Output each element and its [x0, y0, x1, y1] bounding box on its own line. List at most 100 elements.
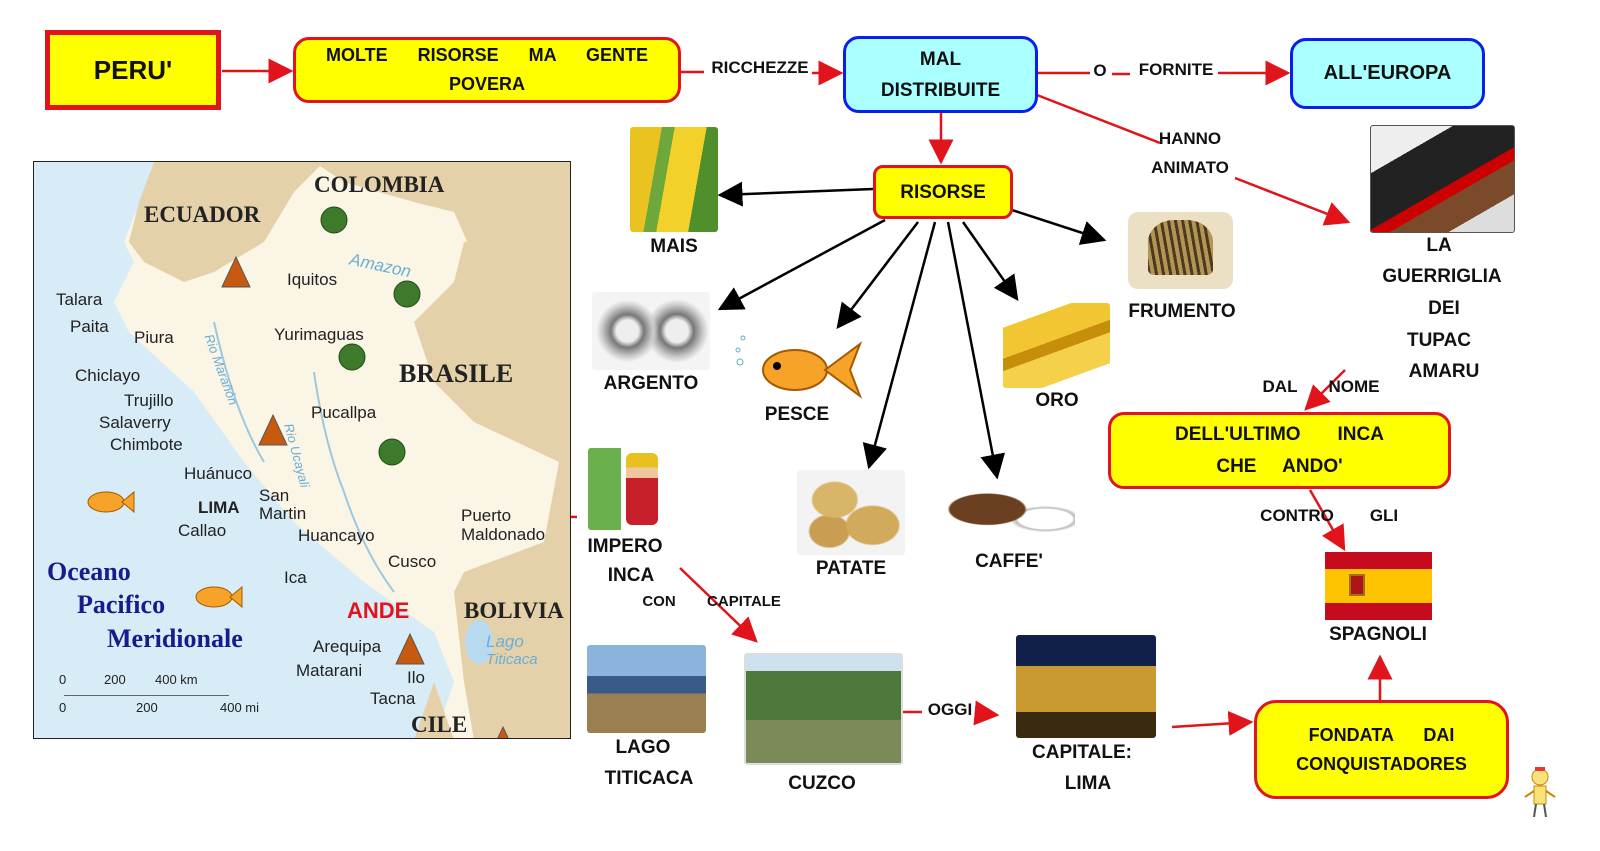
node-label: DELL'ULTIMO INCA — [1175, 423, 1384, 445]
map-city-label: Talara — [56, 290, 103, 309]
map-country-label: BRASILE — [399, 359, 514, 388]
scale-label: 0 — [59, 700, 67, 715]
peru-map: ECUADOR COLOMBIA BRASILE BOLIVIA CILE Ta… — [33, 161, 571, 739]
node-label: CONQUISTADORES — [1296, 753, 1467, 774]
link-label: CON — [642, 593, 676, 610]
image-label: GUERRIGLIA — [1382, 266, 1502, 287]
image-label: INCA — [607, 565, 655, 586]
node-risorse: RISORSE — [873, 165, 1013, 219]
map-city-label: Pucallpa — [311, 403, 377, 422]
map-city-label: Iquitos — [287, 270, 338, 289]
tree-icon — [338, 343, 366, 371]
map-city-label: Huancayo — [298, 526, 375, 545]
spain-flag-icon — [1325, 552, 1432, 620]
scale-label: 400 mi — [220, 700, 260, 715]
map-city-label: Yurimaguas — [274, 325, 364, 344]
map-city-label: Chimbote — [110, 435, 183, 454]
node-label: DISTRIBUITE — [880, 79, 1001, 101]
node-molte-risorse: MOLTE RISORSE MA GENTE POVERA — [293, 37, 681, 103]
node-label: ALL'EUROPA — [1323, 62, 1452, 84]
map-city-label: Maldonado — [461, 525, 546, 544]
map-capital-label: LIMA — [198, 498, 240, 517]
silver-image — [592, 292, 710, 370]
image-label: CAPITALE: — [1032, 742, 1132, 763]
map-river-label: Titicaca — [486, 651, 538, 668]
link-label: CONTRO — [1260, 506, 1334, 525]
cuzco-image — [744, 653, 903, 765]
link-label: RICCHEZZE — [711, 58, 809, 77]
link-label: OGGI — [927, 700, 973, 719]
link-label: HANNO — [1158, 129, 1222, 148]
map-ocean-label: Meridionale — [107, 624, 243, 653]
link-label: GLI — [1369, 506, 1399, 525]
tree-icon — [393, 280, 421, 308]
node-label: POVERA — [448, 74, 526, 94]
image-label: CUZCO — [788, 773, 856, 794]
map-country-label: CILE — [411, 712, 468, 737]
scale-label: 200 — [104, 672, 126, 687]
link-label: ANIMATO — [1151, 158, 1229, 177]
node-label: PERU' — [93, 54, 173, 85]
scale-label: 0 — [59, 672, 67, 687]
link-label: DAL — [1262, 377, 1298, 396]
image-label: TUPAC — [1406, 330, 1472, 351]
image-label: TITICACA — [604, 768, 694, 789]
map-city-label: Puerto — [461, 506, 512, 525]
map-city-label: Cusco — [388, 552, 437, 571]
image-label: LA — [1426, 235, 1452, 256]
node-label: RISORSE — [900, 181, 986, 203]
map-city-label: Huánuco — [184, 464, 253, 483]
image-label: FRUMENTO — [1128, 301, 1236, 322]
tree-icon — [320, 206, 348, 234]
volcano-icon — [221, 255, 251, 288]
inca-image — [588, 448, 670, 530]
fish-icon — [87, 491, 125, 513]
image-label: AMARU — [1408, 361, 1480, 382]
map-ocean-label: Pacifico — [77, 590, 166, 619]
node-label: MAL — [919, 48, 962, 70]
map-city-label: Callao — [178, 521, 227, 540]
map-land — [114, 162, 570, 738]
map-city-label: Ilo — [407, 668, 425, 687]
link-label: O — [1093, 61, 1107, 80]
guerrilla-image — [1370, 125, 1515, 233]
gold-image — [1003, 303, 1110, 388]
map-country-label: ECUADOR — [144, 202, 261, 227]
map-country-label: COLOMBIA — [314, 172, 445, 197]
volcano-icon — [497, 725, 509, 738]
link-label: CAPITALE — [707, 593, 781, 610]
node-peru: PERU' — [45, 30, 221, 110]
volcano-icon — [258, 413, 288, 446]
image-label: LAGO — [615, 737, 671, 758]
mascot-icon — [1524, 767, 1556, 818]
scale-label: 200 — [136, 700, 158, 715]
fish-icon — [735, 335, 863, 399]
map-river-label: Lago — [486, 632, 524, 651]
map-city-label: Ica — [284, 568, 307, 587]
map-ocean-label: Oceano — [47, 557, 131, 586]
image-label: IMPERO — [587, 536, 663, 557]
map-city-label: Tacna — [370, 689, 416, 708]
image-label: PESCE — [764, 404, 830, 425]
node-label: MOLTE RISORSE MA GENTE — [325, 45, 649, 65]
image-label: LIMA — [1064, 773, 1112, 794]
map-city-label: Piura — [134, 328, 174, 347]
map-city-label: Chiclayo — [75, 366, 141, 385]
image-label: PATATE — [815, 558, 887, 579]
image-label: CAFFE' — [975, 551, 1043, 572]
volcano-icon — [395, 632, 425, 665]
image-label: SPAGNOLI — [1329, 624, 1427, 645]
node-fondata: FONDATA DAI CONQUISTADORES — [1254, 700, 1509, 799]
link-label: FORNITE — [1138, 60, 1214, 79]
map-city-label: Arequipa — [313, 637, 382, 656]
link-label: NOME — [1328, 377, 1380, 396]
node-mal-distribuite: MAL DISTRIBUITE — [843, 36, 1038, 113]
tree-icon — [378, 438, 406, 466]
node-europa: ALL'EUROPA — [1290, 38, 1485, 109]
image-label: ORO — [1035, 390, 1079, 411]
scale-label: 400 km — [155, 672, 198, 687]
map-city-label: Paita — [70, 317, 109, 336]
node-label: FONDATA DAI — [1308, 724, 1455, 745]
image-label: ARGENTO — [603, 373, 699, 394]
